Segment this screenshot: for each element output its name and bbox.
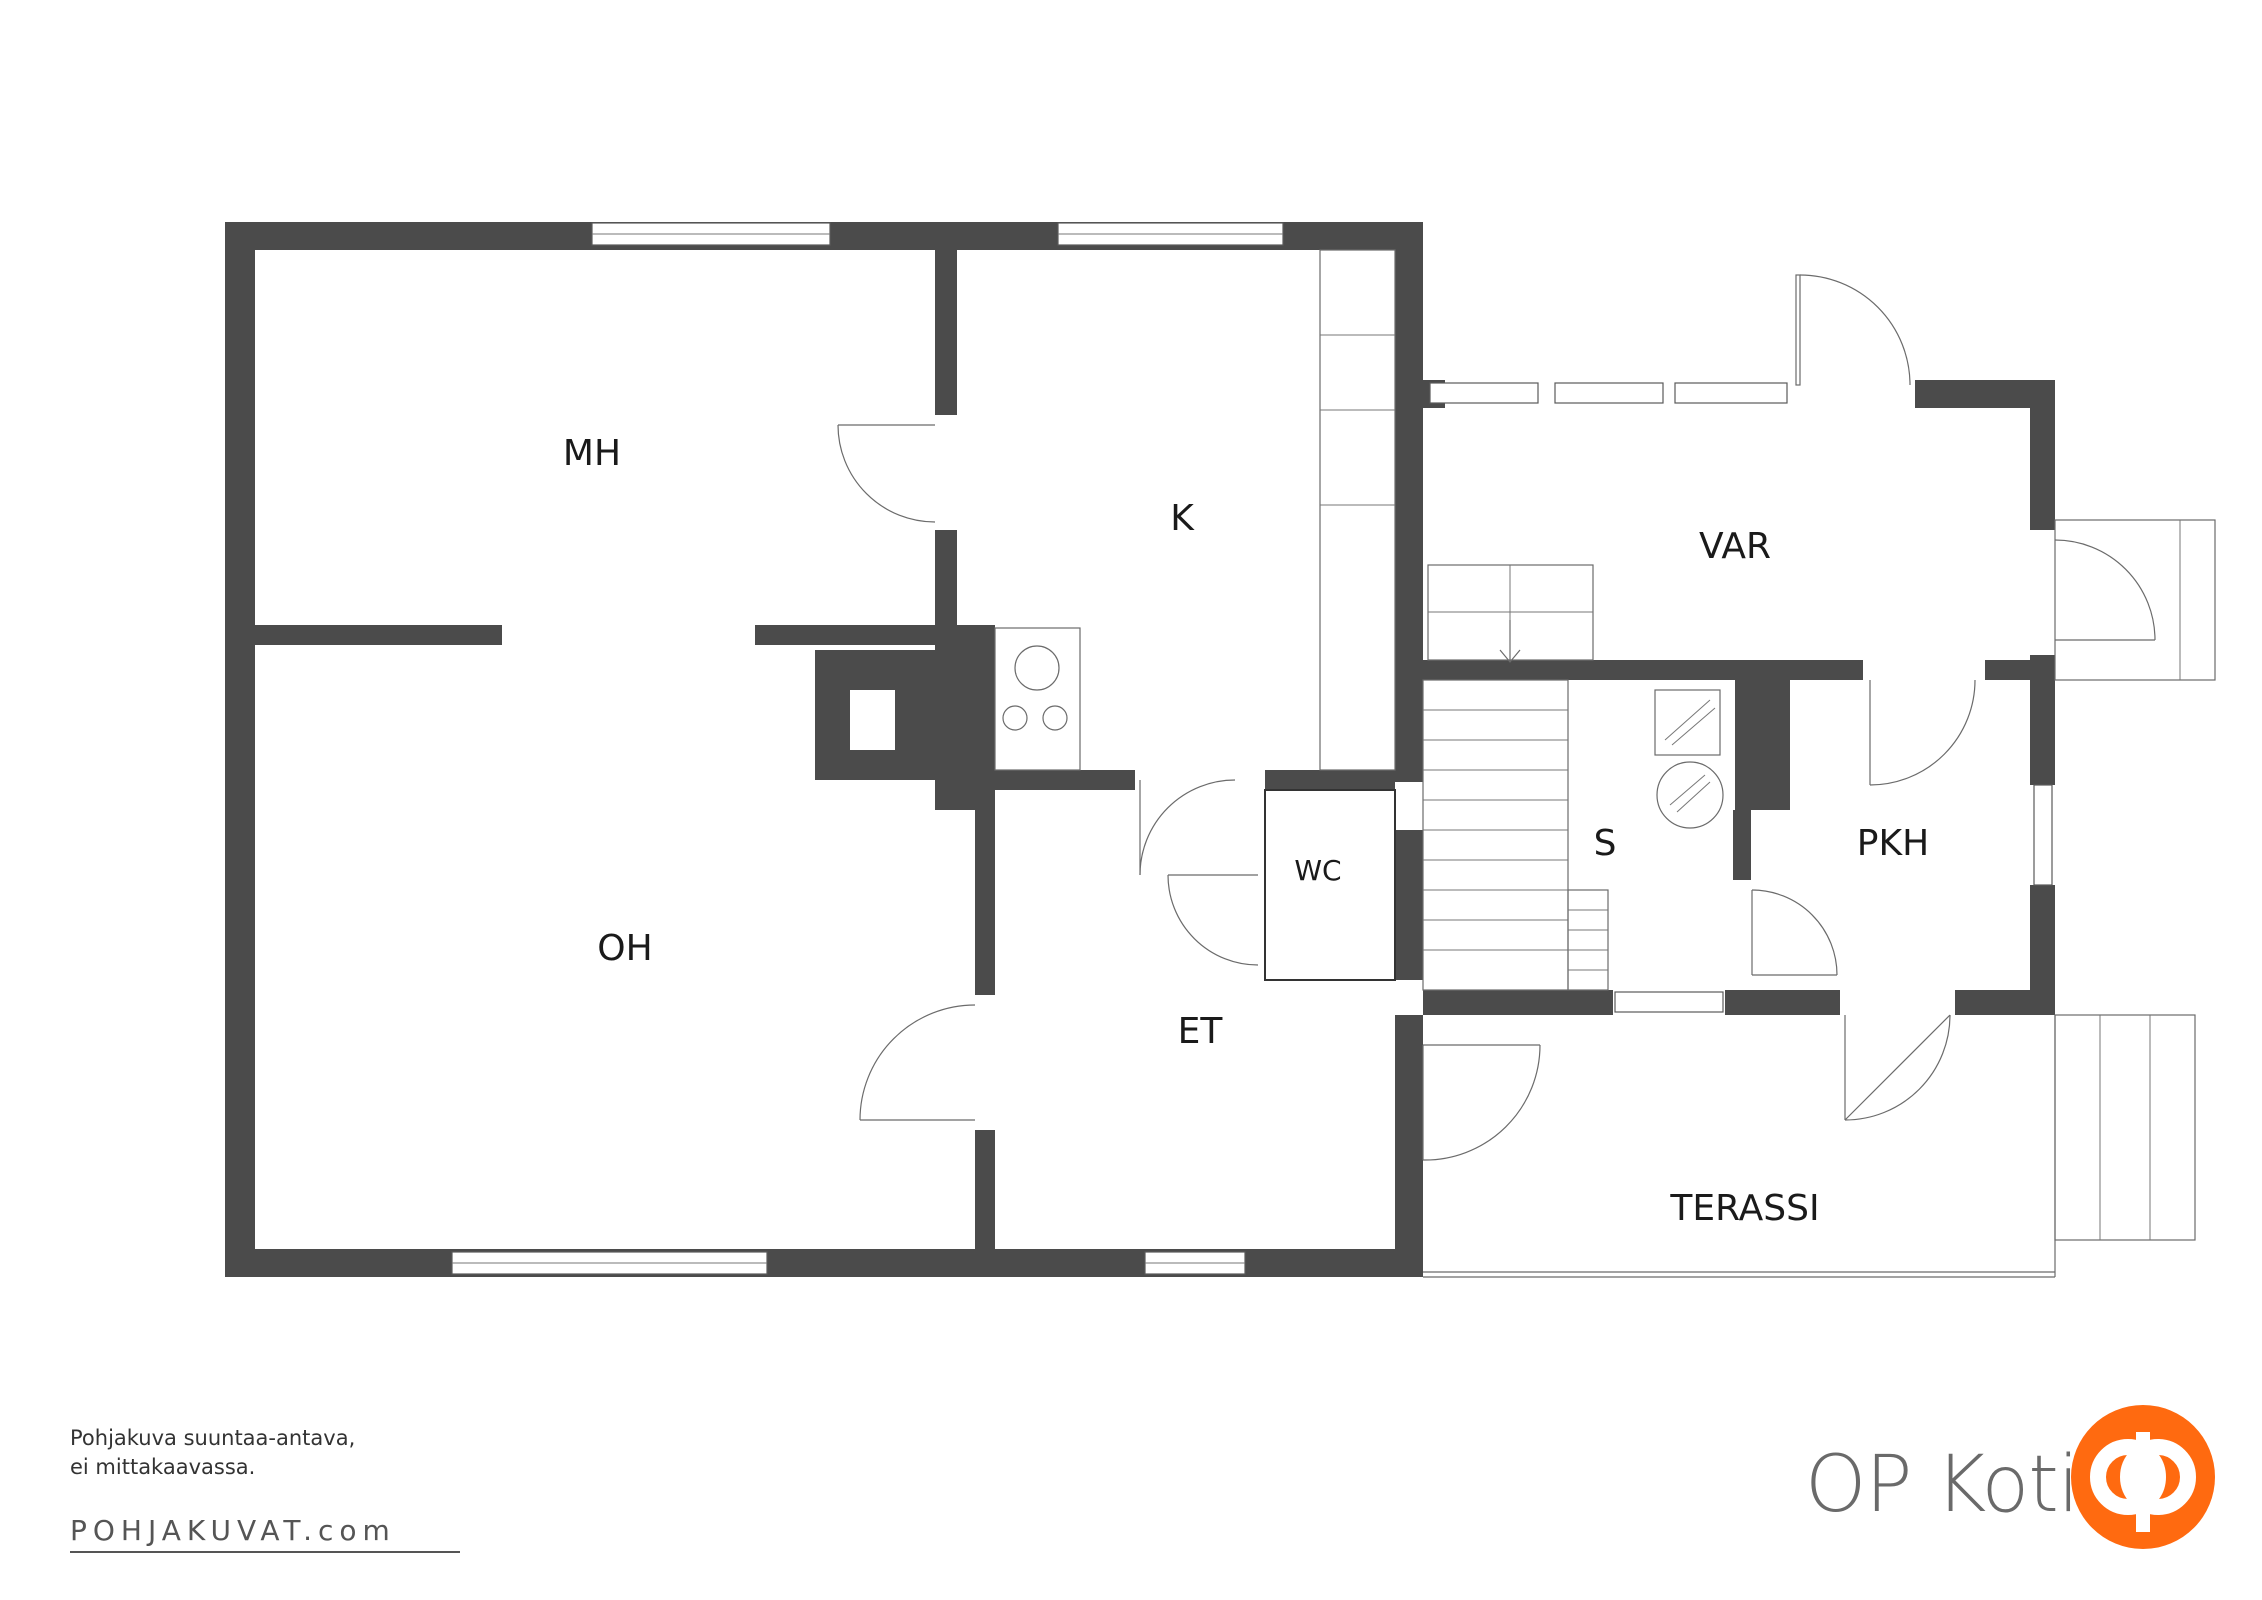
pohjakuvat-logo: POHJAKUVAT.com	[70, 1500, 470, 1560]
fixtures	[815, 249, 2196, 1278]
room-label-mh: MH	[563, 433, 621, 474]
op-logo-icon	[2068, 1402, 2218, 1552]
room-label-terassi: TERASSI	[1669, 1188, 1819, 1229]
disclaimer-line2: ei mittakaavassa.	[70, 1455, 256, 1479]
room-label-k: K	[1170, 498, 1195, 539]
disclaimer-note: Pohjakuva suuntaa-antava, ei mittakaavas…	[70, 1424, 355, 1482]
room-label-et: ET	[1178, 1011, 1224, 1052]
room-labels: MH K VAR OH WC S PKH ET TERASSI	[563, 433, 1929, 1229]
windows	[451, 222, 2053, 1275]
walls	[225, 222, 2055, 1277]
brand-name: OP Koti	[1805, 1440, 2079, 1530]
room-label-wc: WC	[1294, 854, 1341, 887]
room-label-s: S	[1594, 823, 1617, 864]
staircase	[1422, 679, 1609, 991]
room-label-oh: OH	[597, 928, 652, 969]
disclaimer-line1: Pohjakuva suuntaa-antava,	[70, 1426, 356, 1450]
pohjakuvat-text: POHJAKUVAT.com	[70, 1514, 396, 1547]
room-label-var: VAR	[1699, 526, 1771, 567]
doors	[837, 274, 2216, 1161]
room-label-pkh: PKH	[1857, 823, 1929, 864]
